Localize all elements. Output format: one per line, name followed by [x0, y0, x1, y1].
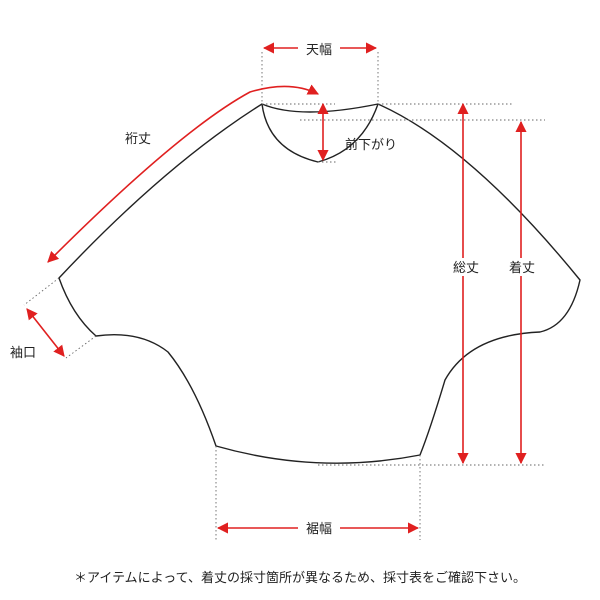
guide-lines: [23, 52, 545, 540]
yuki-take-arrow: [47, 84, 320, 263]
yuki-take-label: 裄丈: [125, 132, 151, 147]
front-neckline: [261, 103, 379, 163]
sode-guchi-arrow: [26, 308, 65, 357]
sou-take-label: 総丈: [453, 261, 479, 276]
ki-take-label: 着丈: [509, 260, 535, 276]
garment-outline: [58, 103, 581, 464]
footnote: ＊アイテムによって、着丈の採寸箇所が異なるため、採寸表をご確認下さい。: [74, 570, 526, 586]
tenhaba-label: 天幅: [306, 43, 332, 58]
mae-sagari-label: 前下がり: [345, 137, 397, 153]
sode-guchi-label: 袖口: [10, 346, 36, 361]
suso-haba-label: 裾幅: [306, 522, 332, 537]
